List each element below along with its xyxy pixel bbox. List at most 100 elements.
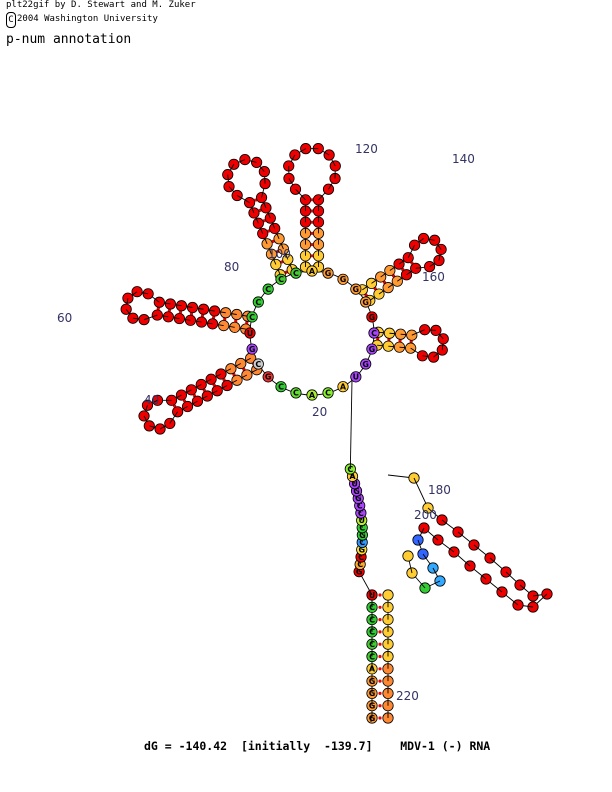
base-pair-mark [378, 704, 382, 708]
base-pair-mark [234, 319, 238, 323]
nucleotide-marker [225, 363, 237, 375]
nucleotide-letter: A [369, 665, 376, 674]
nucleotide-letter: C [369, 652, 375, 661]
base-pair-mark [310, 209, 314, 213]
loop-nucleotide [433, 254, 445, 267]
base-pair-mark [378, 593, 382, 597]
position-label: 160 [422, 270, 445, 284]
base-pair-mark [398, 339, 402, 343]
nucleotide-letter: A [309, 267, 316, 276]
position-label: 100 [268, 247, 291, 261]
backbone-link [349, 379, 353, 470]
nucleotide-marker [175, 389, 188, 401]
nucleotide-letter: U [358, 516, 365, 525]
nucleotide-marker [384, 264, 396, 277]
nucleotide-marker [181, 400, 194, 413]
base-pair-mark [376, 337, 380, 341]
nucleotide-letter: G [353, 487, 360, 496]
nucleotide-letter: C [358, 553, 364, 562]
multiloop-nucleotide [322, 387, 334, 399]
backbone-link [411, 329, 425, 336]
base-pair-mark [310, 198, 314, 202]
multiloop-nucleotide [368, 327, 380, 339]
nucleotide-letter: G [359, 531, 366, 540]
nucleotide-letter: C [359, 523, 365, 532]
nucleotide-letter: G [369, 313, 376, 322]
base-pair-mark [378, 667, 382, 671]
nucleotide-letter: C [358, 509, 364, 518]
position-label: 180 [428, 483, 451, 497]
nucleotide-letter: G [369, 677, 376, 686]
multiloop-nucleotide [366, 343, 378, 355]
nucleotide-letter: C [369, 628, 375, 637]
base-pair-mark [167, 308, 171, 313]
nucleotide-marker [205, 373, 217, 385]
nucleotide-marker [382, 589, 394, 601]
nucleotide-letter: G [369, 702, 376, 711]
nucleotide-marker [235, 357, 247, 370]
nucleotide-letter: C [357, 501, 363, 510]
base-pair-mark [310, 243, 314, 247]
energy-footer: dG = -140.42 [initially -139.7] MDV-1 (-… [144, 739, 490, 753]
nucleotide-letter: G [358, 545, 365, 554]
backbone-link [143, 314, 158, 321]
base-pair-mark [189, 312, 194, 316]
nucleotide-letter: C [255, 298, 261, 307]
base-pair-mark [378, 654, 382, 659]
nucleotide-letter: U [353, 373, 360, 382]
nucleotide-letter: U [369, 591, 376, 600]
base-pair-mark [178, 310, 183, 314]
copyright-text: 2004 Washington University [17, 14, 158, 24]
molecule-title: MDV-1 (-) RNA [400, 739, 491, 753]
nucleotide-letter: G [340, 275, 347, 284]
nucleotide-letter: G [362, 298, 369, 307]
backbone-link [236, 195, 250, 204]
base-pair-mark [310, 254, 314, 258]
multiloop-nucleotide [262, 283, 274, 295]
position-label: 220 [396, 689, 419, 703]
multiloop-nucleotide [360, 358, 372, 370]
nucleotide-letter: G [362, 360, 369, 369]
nucleotide-letter: G [369, 345, 376, 354]
nucleotide-letter: G [265, 373, 272, 382]
nucleotide-letter: C [293, 269, 299, 278]
annotation-mode: p-num annotation [6, 32, 132, 47]
base-pair-mark [310, 220, 314, 224]
nucleotide-letter: C [249, 313, 255, 322]
nucleotide-letter: C [371, 329, 377, 338]
position-label: 60 [57, 311, 72, 325]
nucleotide-letter: G [369, 714, 376, 723]
nucleotide-letter: U [351, 479, 358, 488]
multiloop-nucleotide [252, 358, 264, 370]
loop-nucleotide [322, 183, 335, 195]
base-pair-mark [378, 716, 382, 720]
position-label: 140 [452, 152, 475, 166]
base-pair-mark [378, 618, 382, 622]
base-pair-mark [378, 691, 382, 696]
base-pair-mark [378, 679, 382, 683]
nucleotide-letter: C [278, 382, 284, 391]
nucleotide-letter: G [356, 567, 363, 576]
copyright-icon: C [6, 12, 16, 28]
nucleotide-marker [201, 390, 213, 402]
multiloop-nucleotide [262, 371, 274, 383]
loop-nucleotide [127, 312, 139, 324]
nucleotide-letter: G [325, 269, 332, 278]
position-label: 120 [355, 142, 378, 156]
multiloop-nucleotide [306, 389, 318, 401]
nucleotide-letter: C [347, 465, 353, 474]
multiloop-nucleotide [350, 283, 362, 295]
multiloop-nucleotide [337, 381, 349, 393]
backbone-link [407, 244, 415, 258]
base-pair-mark [378, 630, 382, 634]
nucleotide-letter: C [369, 640, 375, 649]
nucleotide-letter: G [355, 494, 362, 503]
position-label: 20 [312, 405, 327, 419]
nucleotide-marker [365, 277, 378, 289]
free-energy: dG = -140.42 [144, 739, 228, 753]
multiloop-nucleotide [322, 267, 334, 279]
nucleotide-letter: C [255, 360, 261, 369]
multiloop-nucleotide [244, 327, 256, 339]
nucleotide-marker [151, 309, 163, 321]
